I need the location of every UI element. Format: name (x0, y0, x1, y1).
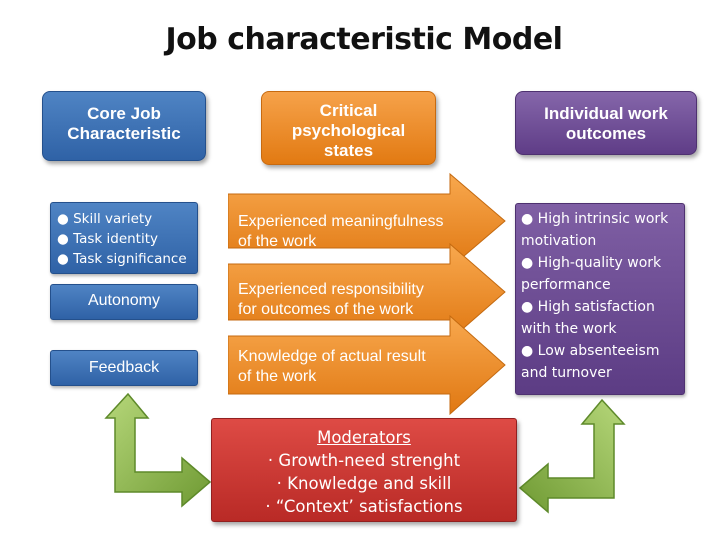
moderator-context-satisfactions: · “Context’ satisfactions (265, 497, 463, 516)
task-significance-item: ● Task significance (57, 251, 187, 267)
outcome-line-4: performance (521, 277, 611, 293)
moderators-title: Moderators (317, 428, 411, 447)
moderator-knowledge-skill: · Knowledge and skill (276, 474, 452, 493)
state-meaningfulness: Experienced meaningfulness of the work (238, 212, 478, 252)
page-title: Job characteristic Model (165, 22, 563, 57)
outcomes-header-line-2: outcomes (565, 124, 647, 143)
moderator-growth-need: · Growth-need strenght (267, 451, 461, 470)
state-1-line-1: Experienced meaningfulness (238, 213, 444, 230)
arrow-knowledge (228, 314, 506, 416)
feedback-box: Feedback (50, 350, 198, 386)
outcome-line-5: ● High satisfaction (521, 299, 655, 315)
critical-states-header: Critical psychological states (261, 91, 436, 165)
state-2-line-2: for outcomes of the work (238, 301, 414, 318)
core-skills-box: ● Skill variety ● Task identity ● Task s… (50, 202, 198, 274)
critical-states-arrows (228, 172, 506, 416)
critical-header-line-2: psychological (291, 121, 406, 140)
outcome-line-6: with the work (521, 321, 617, 337)
moderators-box: Moderators · Growth-need strenght · Know… (211, 418, 517, 522)
critical-header-line-3: states (323, 141, 374, 160)
outcomes-header: Individual work outcomes (515, 91, 697, 155)
feedback-right-arrow (518, 398, 626, 514)
core-job-header: Core Job Characteristic (42, 91, 206, 161)
skill-variety-item: ● Skill variety (57, 211, 153, 227)
state-2-line-1: Experienced responsibility (238, 281, 424, 298)
outcome-line-1: ● High intrinsic work (521, 211, 669, 227)
arrow-meaningfulness (228, 172, 506, 270)
outcome-line-8: and turnover (521, 365, 612, 381)
core-header-line-2: Characteristic (67, 124, 181, 143)
critical-header-line-1: Critical (319, 101, 378, 120)
task-identity-item: ● Task identity (57, 231, 159, 247)
outcome-line-3: ● High-quality work (521, 255, 662, 271)
feedback-left-arrow (104, 392, 212, 508)
outcomes-box: ● High intrinsic work motivation ● High-… (515, 203, 685, 395)
arrow-responsibility (228, 242, 506, 342)
outcome-line-7: ● Low absenteeism (521, 343, 660, 359)
autonomy-box: Autonomy (50, 284, 198, 320)
core-header-line-1: Core Job (87, 104, 161, 123)
state-3-line-1: Knowledge of actual result (238, 348, 426, 365)
state-knowledge: Knowledge of actual result of the work (238, 347, 478, 387)
state-responsibility: Experienced responsibility for outcomes … (238, 280, 478, 320)
outcome-line-2: motivation (521, 233, 597, 249)
outcomes-header-line-1: Individual work (544, 104, 668, 123)
state-1-line-2: of the work (238, 233, 317, 250)
state-3-line-2: of the work (238, 368, 317, 385)
